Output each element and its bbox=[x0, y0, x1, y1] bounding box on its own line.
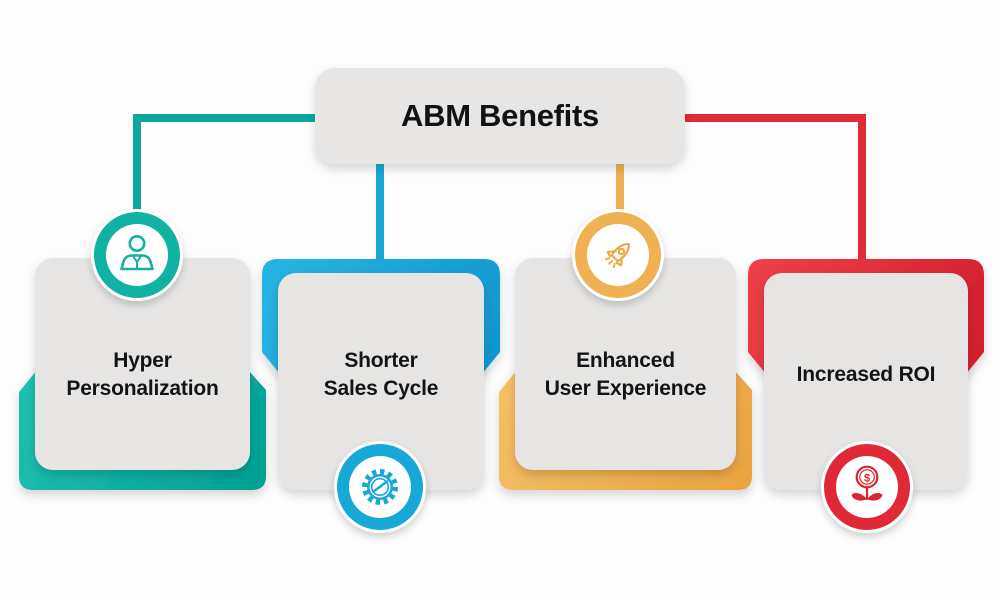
card-label-line: Shorter bbox=[344, 349, 418, 372]
icon-badge-rocket bbox=[572, 209, 664, 301]
dollar-glyph: $ bbox=[864, 473, 870, 485]
card-label-hyper-personalization: Hyper Personalization bbox=[35, 344, 250, 406]
person-icon bbox=[120, 235, 154, 271]
card-hyper-personalization bbox=[35, 258, 250, 470]
connector-teal bbox=[133, 114, 330, 213]
card-label-increased-roi: Increased ROI bbox=[764, 344, 968, 406]
icon-badge-gear-clock bbox=[334, 441, 426, 533]
title-box: ABM Benefits bbox=[315, 68, 685, 164]
rocket-icon bbox=[604, 243, 630, 269]
card-label-line: Hyper bbox=[113, 349, 172, 372]
card-shorter-sales-cycle bbox=[278, 273, 484, 490]
card-label-enhanced-user-experience: Enhanced User Experience bbox=[515, 344, 736, 406]
title-box-shape bbox=[315, 68, 685, 164]
icon-badge-money-plant: $ bbox=[821, 441, 913, 533]
money-plant-icon: $ bbox=[851, 465, 883, 501]
gear-clock-icon bbox=[362, 469, 398, 505]
card-label-line: Sales Cycle bbox=[323, 377, 439, 400]
card-label-shorter-sales-cycle: Shorter Sales Cycle bbox=[278, 344, 484, 406]
card-label-line: Personalization bbox=[66, 377, 219, 400]
card-increased-roi bbox=[764, 273, 968, 490]
icon-badge-person bbox=[91, 209, 183, 301]
card-enhanced-user-experience bbox=[515, 258, 736, 470]
card-label-line: Increased ROI bbox=[796, 363, 936, 386]
connector-red bbox=[670, 114, 866, 261]
card-label-line: Enhanced bbox=[576, 349, 675, 372]
page-title: ABM Benefits bbox=[401, 98, 599, 133]
card-label-line: User Experience bbox=[544, 377, 707, 400]
